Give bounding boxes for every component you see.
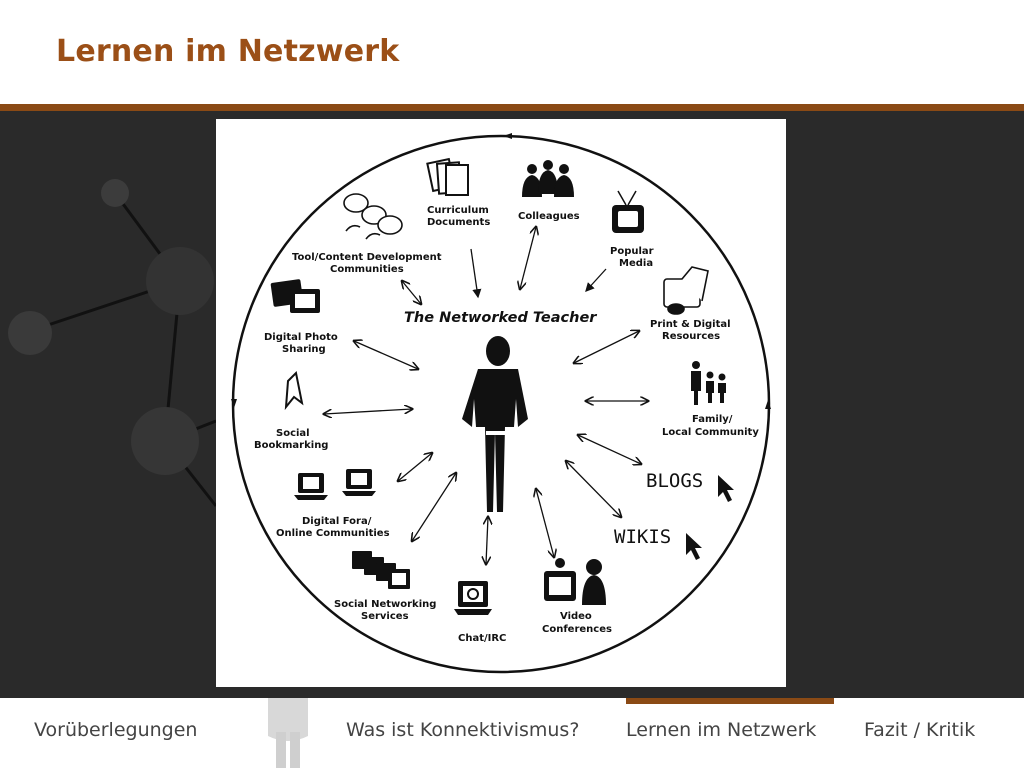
video-conference-icon [544, 558, 606, 605]
nav-item-vorueberlegungen[interactable]: Vorüberlegungen [34, 719, 198, 741]
nav-item-konnektivismus[interactable]: Was ist Konnektivismus? [346, 719, 580, 741]
label-digital-photo-2: Sharing [282, 344, 326, 355]
print-digital-icon [663, 266, 709, 315]
slide-title: Lernen im Netzwerk [56, 34, 400, 69]
label-tool-content-1: Tool/Content Development [292, 252, 442, 263]
label-curriculum-1: Curriculum [427, 205, 489, 216]
decorative-figure [268, 698, 308, 768]
section-navigation: Vorüberlegungen Was ist Konnektivismus? … [0, 698, 1024, 768]
label-digital-photo-1: Digital Photo [264, 332, 338, 343]
nav-item-lernen-im-netzwerk[interactable]: Lernen im Netzwerk [626, 719, 817, 741]
network-background-graphic [8, 179, 218, 507]
label-popular-media-2: Media [619, 258, 653, 269]
diagram-title: The Networked Teacher [404, 310, 597, 326]
label-wikis: WIKIS [614, 526, 671, 548]
documents-icon [426, 157, 469, 196]
camera-icon [270, 279, 320, 313]
label-digital-fora-1: Digital Fora/ [302, 516, 372, 527]
tv-icon [612, 190, 644, 233]
label-family-2: Local Community [662, 427, 759, 438]
label-popular-media-1: Popular [610, 246, 654, 257]
teacher-figure [462, 336, 528, 512]
cursor-icon [686, 533, 702, 560]
active-section-indicator [626, 698, 834, 704]
monitors-icon [352, 551, 410, 589]
chat-laptop-icon [454, 581, 492, 615]
label-social-networking-2: Services [361, 611, 409, 622]
bookmark-icon [284, 370, 304, 411]
label-blogs: BLOGS [646, 470, 703, 492]
label-social-networking-1: Social Networking [334, 599, 436, 610]
label-tool-content-2: Communities [330, 264, 404, 275]
nav-item-fazit-kritik[interactable]: Fazit / Kritik [864, 719, 976, 741]
label-social-bookmarking-1: Social [276, 428, 310, 439]
label-family-1: Family/ [692, 414, 733, 425]
label-digital-fora-2: Online Communities [276, 528, 390, 539]
label-social-bookmarking-2: Bookmarking [254, 440, 328, 451]
laptop-icon [294, 469, 376, 500]
family-icon [691, 361, 726, 405]
label-print-digital-2: Resources [662, 331, 720, 342]
label-video-conferences-1: Video [560, 611, 592, 622]
title-divider [0, 104, 1024, 111]
label-colleagues: Colleagues [518, 211, 580, 222]
label-chat: Chat/IRC [458, 633, 506, 644]
people-icon [522, 160, 574, 197]
label-video-conferences-2: Conferences [542, 624, 612, 635]
networked-teacher-diagram: The Networked Teacher Curriculum Documen… [216, 119, 786, 687]
cursor-icon [718, 475, 734, 502]
chat-bubbles-icon [343, 193, 403, 240]
label-curriculum-2: Documents [427, 217, 490, 228]
label-print-digital-1: Print & Digital [650, 319, 731, 330]
